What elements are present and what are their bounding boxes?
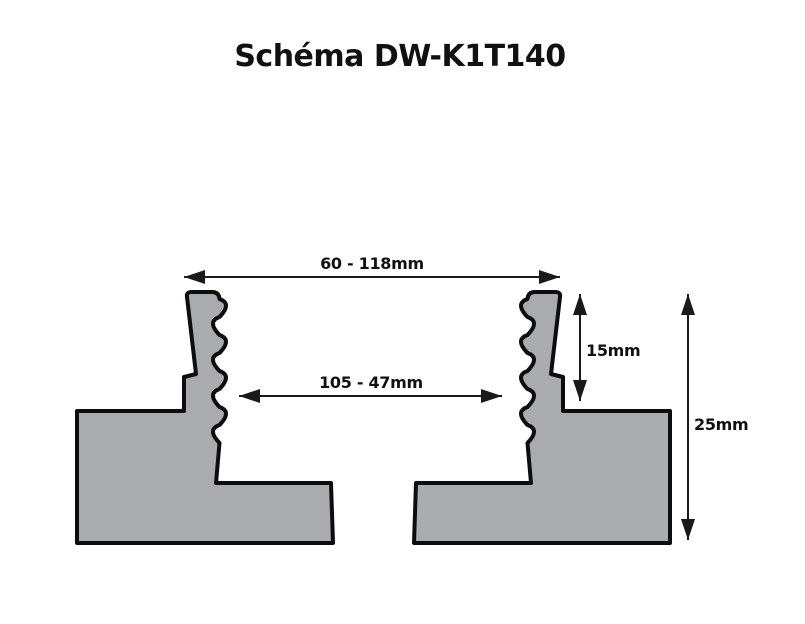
total-height-label: 25mm <box>694 415 748 434</box>
outer-width-label: 60 - 118mm <box>320 254 424 273</box>
dimension-clamp-depth: 15mm <box>573 294 641 401</box>
right-jaw-shape <box>412 290 672 545</box>
dimension-inner-width: 105 - 47mm <box>239 373 502 403</box>
dimension-outer-width: 60 - 118mm <box>184 254 560 284</box>
dimension-total-height: 25mm <box>681 294 749 540</box>
inner-width-label: 105 - 47mm <box>319 373 423 392</box>
diagram-title: Schéma DW-K1T140 <box>234 39 565 74</box>
clamp-depth-label: 15mm <box>586 341 640 360</box>
left-jaw-shape <box>75 290 335 545</box>
